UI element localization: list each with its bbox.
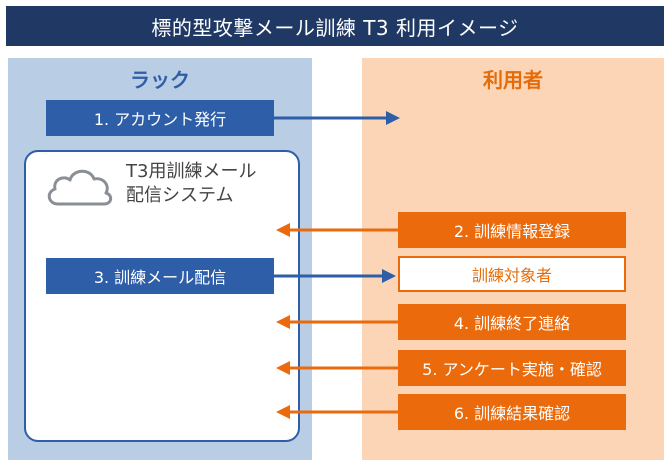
step-3-mail-delivery: 3. 訓練メール配信 [46,258,274,294]
lane-title-lac: ラック [130,68,190,92]
arrow-3-right [274,269,396,283]
arrow-6-left [276,405,398,419]
arrow-4-left [276,315,398,329]
lane-title-user: 利用者 [483,68,543,92]
step-4-end-notice: 4. 訓練終了連絡 [398,304,626,340]
step-6-result-check: 6. 訓練結果確認 [398,394,626,430]
step-2-training-registration: 2. 訓練情報登録 [398,212,626,248]
diagram-title: 標的型攻撃メール訓練 T3 利用イメージ [6,6,664,46]
training-target-box: 訓練対象者 [398,256,626,292]
cloud-icon [42,162,116,210]
arrow-2-left [276,223,398,237]
step-5-survey: 5. アンケート実施・確認 [398,350,626,386]
step-1-account-issue: 1. アカウント発行 [46,100,274,136]
system-title-line1: T3用訓練メール [126,161,257,182]
arrow-5-left [276,361,398,375]
arrow-1-right [274,111,400,125]
system-title: T3用訓練メール 配信システム [126,160,296,208]
system-title-line2: 配信システム [126,185,234,206]
